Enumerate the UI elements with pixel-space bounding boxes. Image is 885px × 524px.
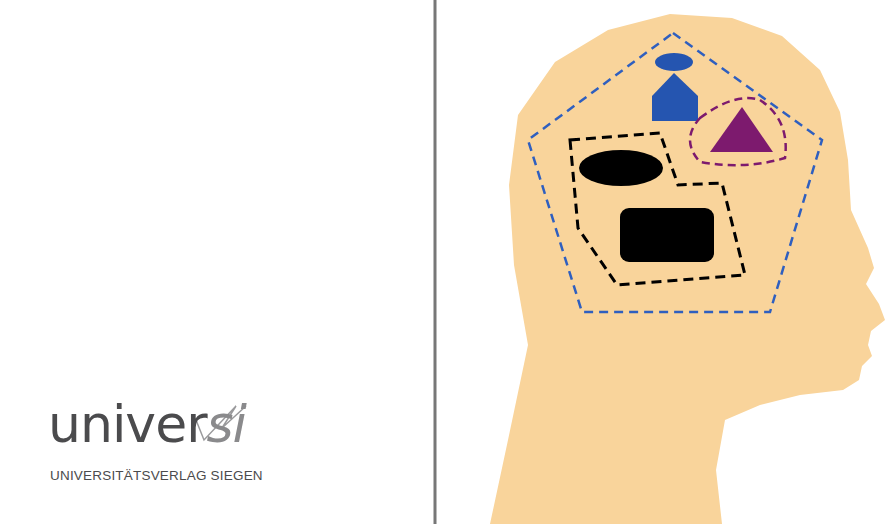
logo-text: univer	[48, 394, 207, 454]
blue-ellipse	[655, 53, 693, 71]
head-silhouette	[490, 14, 885, 524]
logo-wordmark: universi	[48, 398, 246, 450]
dashed-purple-outline	[690, 98, 786, 165]
dashed-pentagon	[528, 33, 822, 312]
logo-subtitle-box: UNIVERSITÄTSVERLAG SIEGEN	[50, 468, 263, 483]
blue-house-shape	[652, 73, 698, 121]
dashed-black-outline	[570, 133, 745, 285]
logo-text-accent: si	[207, 394, 247, 454]
black-rectangle	[620, 208, 714, 262]
divider-line	[434, 0, 437, 524]
publisher-name: UNIVERSITÄTSVERLAG SIEGEN	[50, 468, 263, 483]
black-ellipse	[579, 150, 663, 186]
purple-triangle	[710, 107, 773, 152]
